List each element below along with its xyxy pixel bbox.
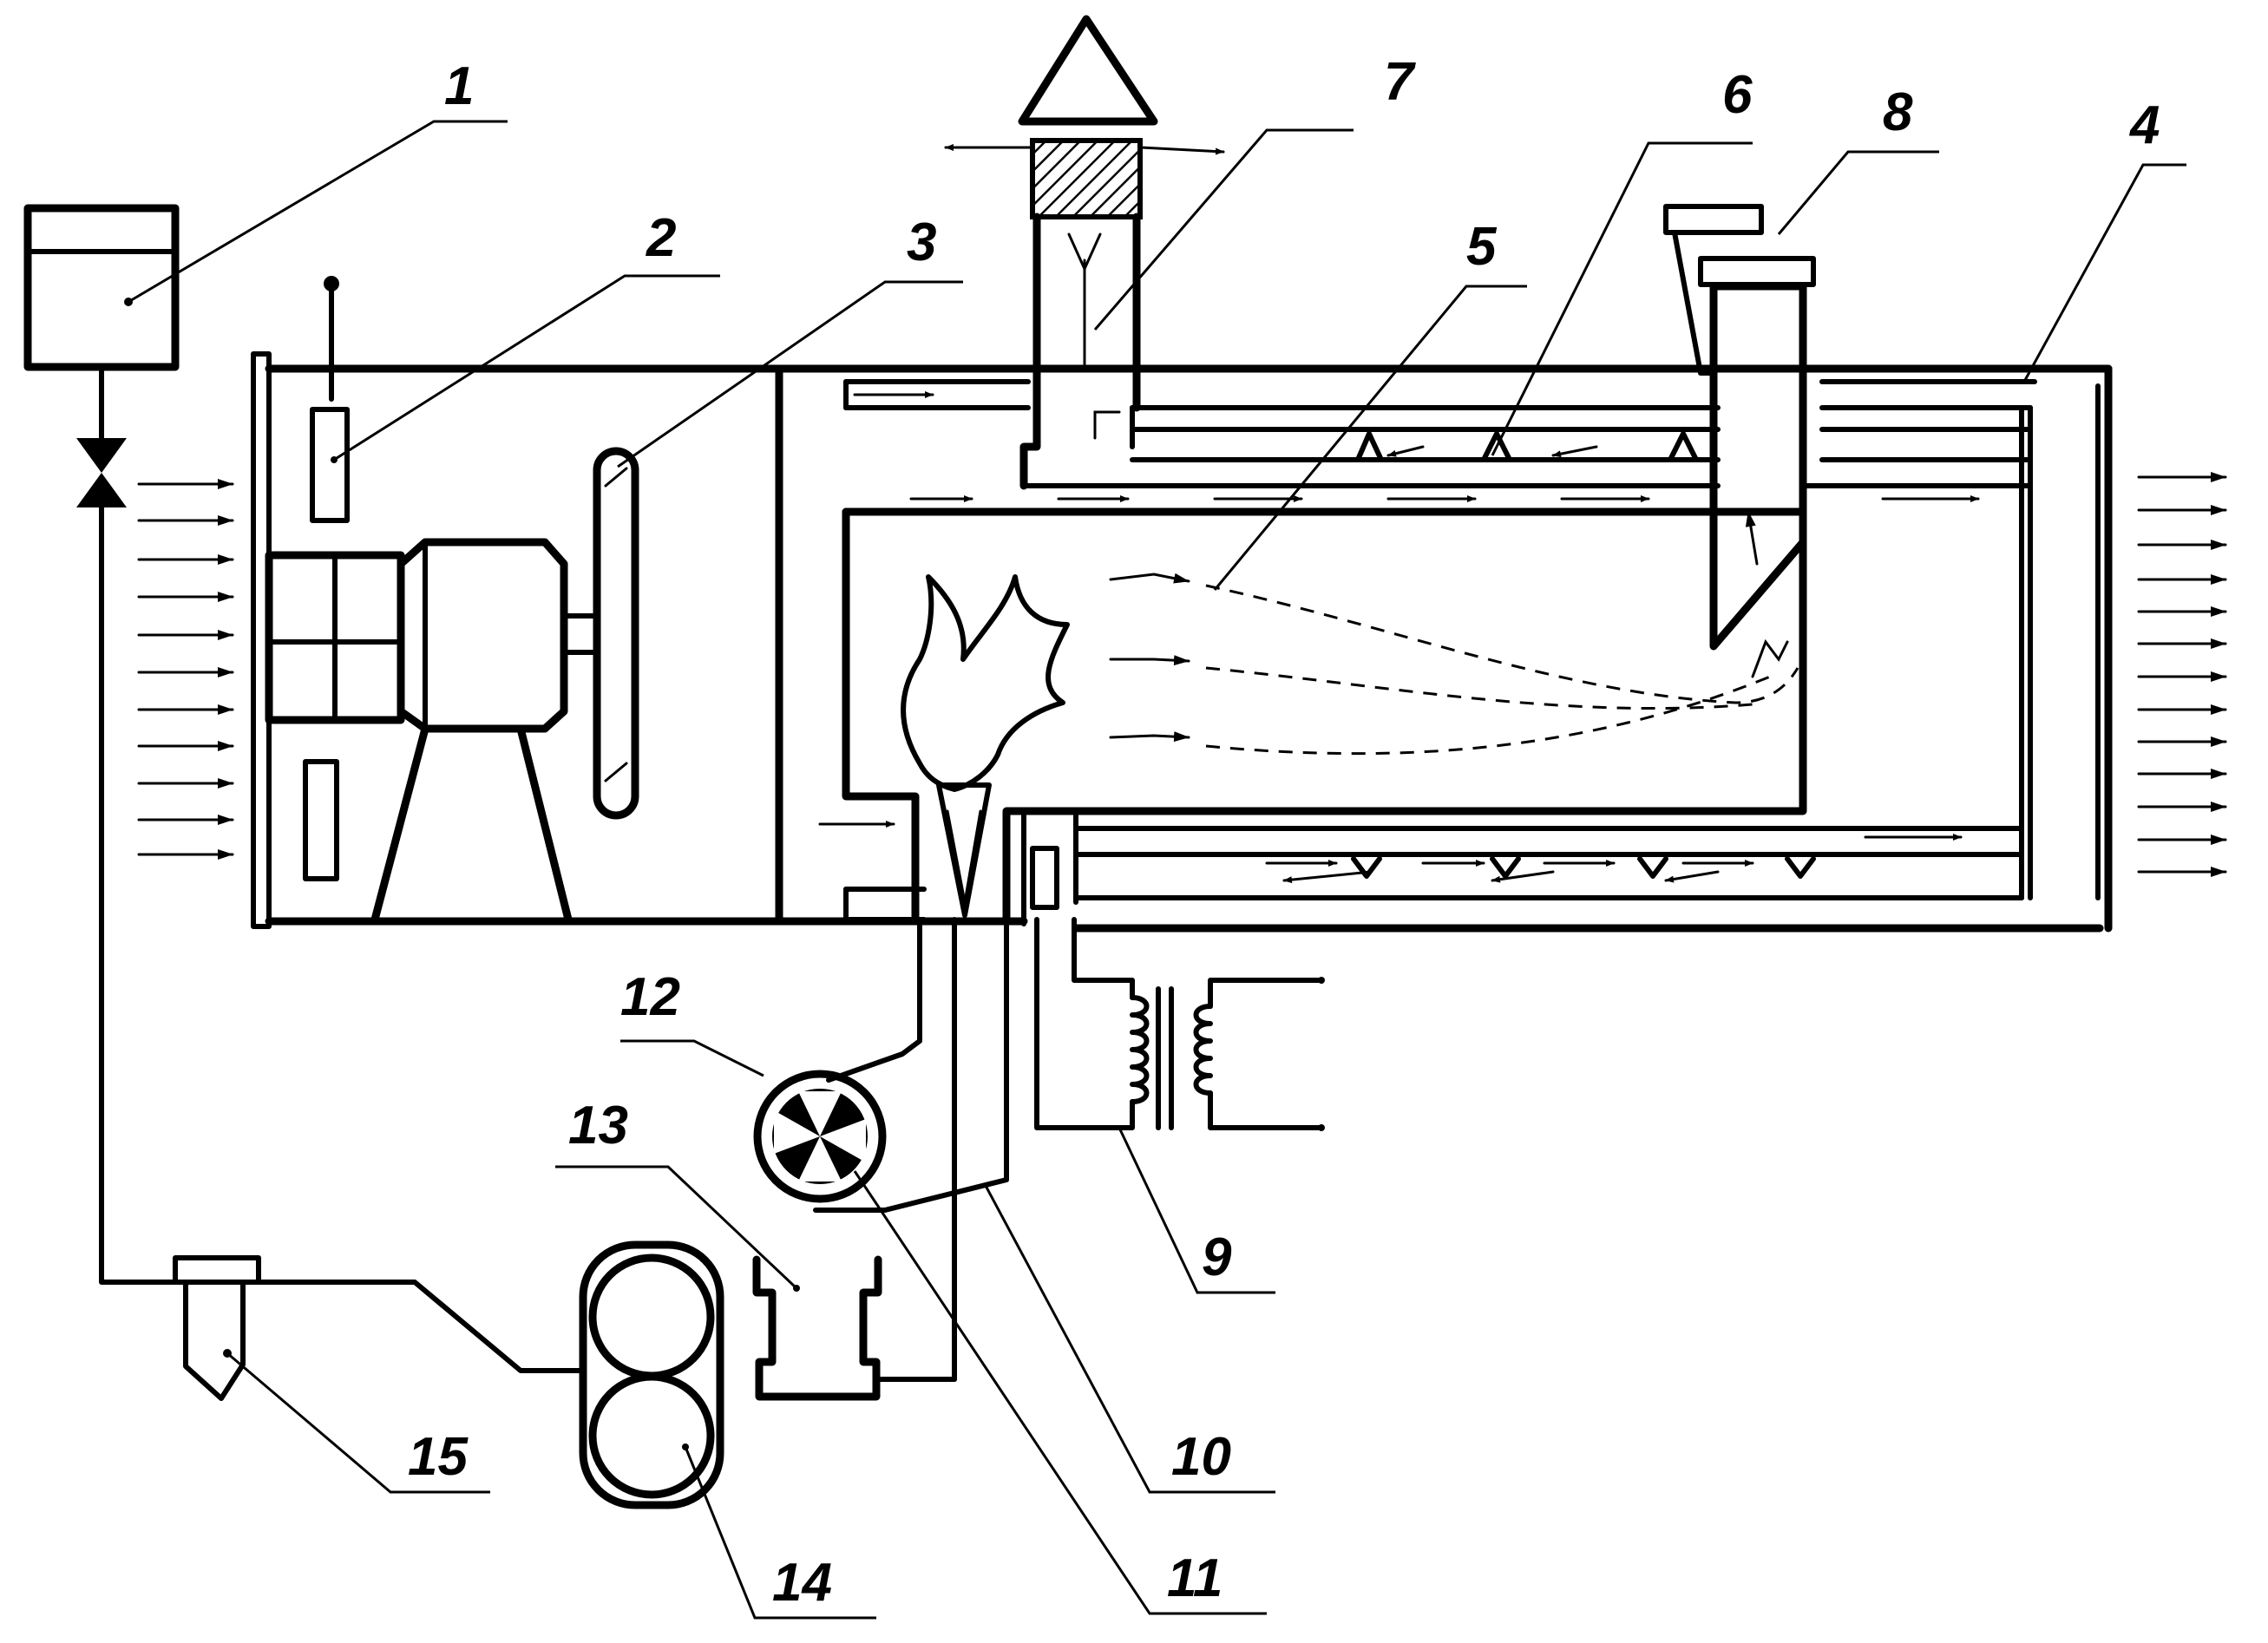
label-4: 4 bbox=[2128, 95, 2160, 155]
label-6: 6 bbox=[1722, 65, 1753, 125]
dual-cylinder-unit bbox=[579, 1240, 724, 1509]
outlet-air-arrows bbox=[2137, 472, 2227, 877]
secondary-exhaust-pipe bbox=[1663, 204, 1816, 651]
label-10: 10 bbox=[1171, 1427, 1231, 1487]
hot-gas-flow bbox=[1109, 510, 1799, 756]
label-12: 12 bbox=[620, 967, 680, 1027]
main-housing bbox=[251, 351, 2113, 929]
label-9: 9 bbox=[1202, 1227, 1232, 1287]
burner-flame bbox=[901, 574, 1070, 918]
label-7: 7 bbox=[1384, 52, 1416, 112]
exhaust-chimney bbox=[944, 15, 1225, 490]
thermostat-sensor bbox=[310, 276, 350, 523]
label-8: 8 bbox=[1883, 82, 1913, 142]
channel-air-arrows bbox=[818, 391, 1980, 884]
label-3: 3 bbox=[907, 213, 936, 272]
leader-lines bbox=[128, 120, 2186, 1620]
fuel-line bbox=[99, 505, 586, 1373]
label-5: 5 bbox=[1466, 217, 1498, 277]
fuel-filter bbox=[173, 1255, 261, 1401]
part-labels: 1 2 3 4 5 6 7 8 9 10 11 12 13 14 15 bbox=[408, 52, 2160, 1613]
intake-air-arrows bbox=[137, 479, 234, 860]
fan-motor bbox=[265, 538, 600, 924]
label-13: 13 bbox=[568, 1096, 628, 1155]
combustion-chamber bbox=[842, 507, 1807, 926]
label-11: 11 bbox=[1167, 1548, 1222, 1608]
combustion-air-blower bbox=[753, 917, 1009, 1382]
label-2: 2 bbox=[646, 208, 676, 268]
label-1: 1 bbox=[444, 56, 474, 116]
heat-exchanger-channel bbox=[1021, 364, 2113, 933]
fuel-valve bbox=[76, 364, 127, 507]
ignition-transformer bbox=[1030, 846, 1325, 1131]
label-14: 14 bbox=[772, 1553, 832, 1613]
label-15: 15 bbox=[408, 1427, 469, 1487]
fan-impeller bbox=[593, 447, 639, 820]
